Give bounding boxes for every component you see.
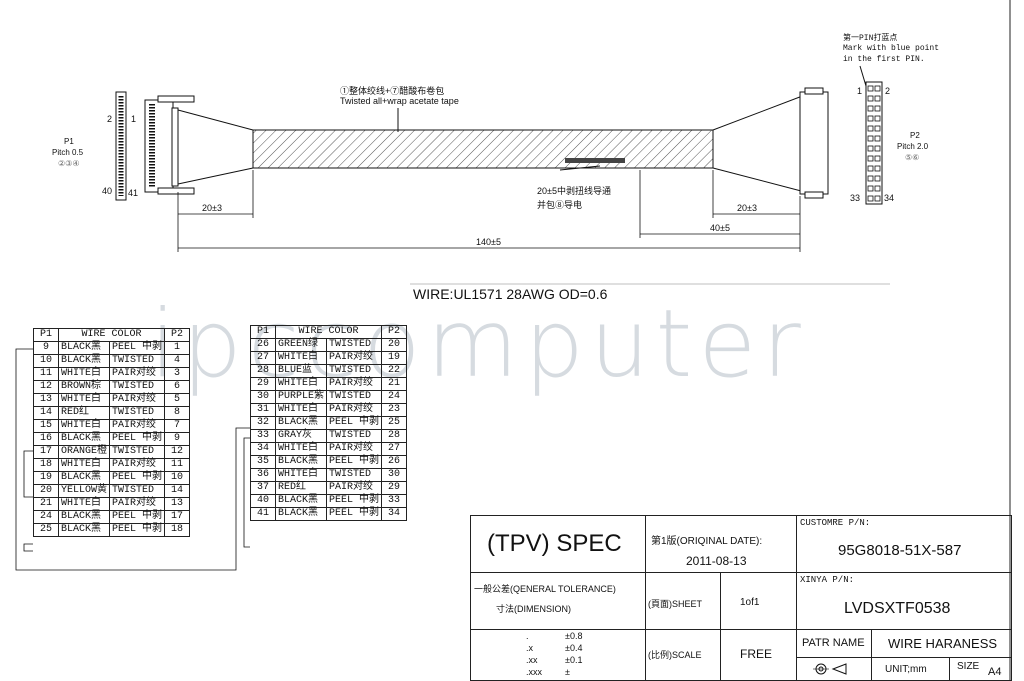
size-value: A4 <box>988 666 1002 678</box>
unit-value: UNIT;mm <box>885 664 927 675</box>
twist-note-en: Twisted all+wrap acetate tape <box>340 96 459 106</box>
p2-pitch: Pitch 2.0 <box>897 142 929 151</box>
cell-p2: 34 <box>381 507 408 521</box>
p2-pin-34: 34 <box>884 193 895 203</box>
pin-mark-en2: in the first PIN. <box>843 55 925 64</box>
version-label: 第1版(ORIQINAL DATE): <box>651 536 763 547</box>
sheet-label: (頁面)SHEET <box>648 599 703 609</box>
twist-note-cn: ①整体绞线+⑦醋酸布卷包 <box>340 86 445 96</box>
p1-pin-2: 2 <box>107 114 113 124</box>
tol-val-3: ± <box>565 667 570 677</box>
p1-pin-40: 40 <box>102 186 113 196</box>
cell-p2: 18 <box>164 523 191 537</box>
customer-pn: 95G8018-51X-587 <box>838 542 962 559</box>
tol-key-1: .x <box>526 643 534 653</box>
cell-wire-color: WHITE白 <box>57 367 111 381</box>
p1-parts: ②③④ <box>58 159 80 168</box>
p1-label: P1 <box>64 137 74 146</box>
cell-wire-color: BLACK黑 <box>57 523 111 537</box>
table-header-row: P1 WIRE COLOR P2 <box>33 328 191 342</box>
p1-pitch: Pitch 0.5 <box>52 148 84 157</box>
cell-wire-type: PEEL 中剥 <box>326 507 383 521</box>
cell-p1: 25 <box>33 523 59 537</box>
tol-val-0: ±0.8 <box>565 631 583 641</box>
peel-section <box>565 158 625 163</box>
customer-pn-label: CUSTOMRE P/N: <box>800 518 871 528</box>
middle-note-2: 并包⑧导电 <box>537 200 583 210</box>
sheet-value: 1of1 <box>740 597 760 608</box>
tolerance-label: 一般公差(QENERAL TOLERANCE) <box>474 584 616 594</box>
original-date: 2011-08-13 <box>686 554 747 568</box>
spec-title: (TPV) SPEC <box>487 530 622 557</box>
tol-val-1: ±0.4 <box>565 643 583 653</box>
cell-wire-type: PEEL 中剥 <box>109 523 166 537</box>
p1-pin-1: 1 <box>131 114 137 124</box>
cell-p2: 7 <box>164 419 191 433</box>
tol-key-3: .xxx <box>526 667 543 677</box>
xinya-pn-label: XINYA P/N: <box>800 575 855 585</box>
tol-key-0: . <box>526 631 529 641</box>
cell-wire-color: RED红 <box>57 406 111 420</box>
dim-right-strip: 20±3 <box>737 203 757 213</box>
pin-mark-cn: 第一PIN打蓝点 <box>843 34 898 43</box>
dim-left-strip: 20±3 <box>202 203 222 213</box>
cell-wire-type: TWISTED <box>326 468 383 482</box>
cell-wire-color: ORANGE橙 <box>57 445 111 459</box>
p1-pin-41: 41 <box>128 188 139 198</box>
pin-mark-en1: Mark with blue point <box>843 44 940 53</box>
p2-parts: ⑤⑥ <box>905 153 920 162</box>
p2-pin-2: 2 <box>885 86 891 96</box>
size-label: SIZE <box>957 661 980 672</box>
middle-note-1: 20±5中剥扭线导通 <box>537 186 611 196</box>
p2-pin-33: 33 <box>850 193 861 203</box>
tol-key-2: .xx <box>526 655 538 665</box>
p2-connector <box>799 81 883 205</box>
dimension-label: 寸法(DIMENSION) <box>496 604 571 614</box>
wire-spec: WIRE:UL1571 28AWG OD=0.6 <box>413 286 608 302</box>
cell-p2: 30 <box>381 468 408 482</box>
tol-val-2: ±0.1 <box>565 655 583 665</box>
scale-label: (比例)SCALE <box>648 650 702 660</box>
cell-wire-color: BLACK黑 <box>274 507 328 521</box>
part-name-label: PATR NAME <box>802 637 865 649</box>
p2-pin-1: 1 <box>857 86 863 96</box>
twisted-cable <box>252 129 714 169</box>
p2-label: P2 <box>910 131 920 140</box>
part-name: WIRE HARANESS <box>888 636 998 651</box>
scale-value: FREE <box>740 647 773 661</box>
p1-connector <box>115 91 195 201</box>
dim-total: 140±5 <box>476 237 501 247</box>
cell-p2: 28 <box>381 429 408 443</box>
xinya-pn: LVDSXTF0538 <box>844 600 951 617</box>
dim-40: 40±5 <box>710 223 730 233</box>
